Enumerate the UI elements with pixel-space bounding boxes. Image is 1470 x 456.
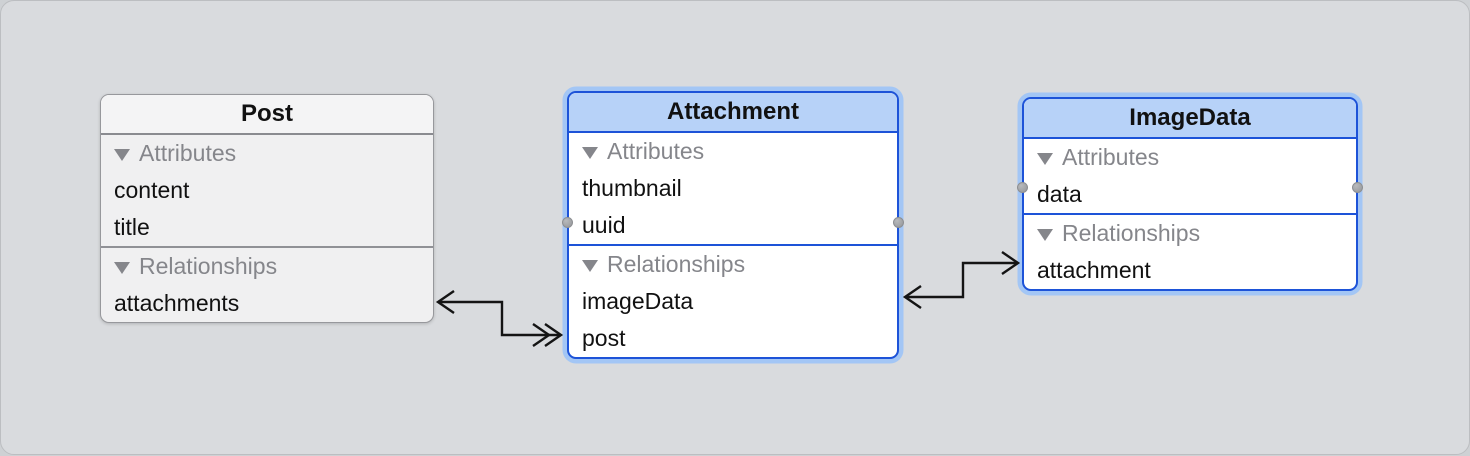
entity-title: ImageData <box>1129 104 1251 131</box>
relationships-section: Relationships imageData post <box>569 244 897 357</box>
relationship-row[interactable]: imageData <box>569 283 897 320</box>
relationship-row[interactable]: attachments <box>101 285 433 322</box>
connection-handle[interactable] <box>562 217 573 228</box>
section-header-relationships[interactable]: Relationships <box>101 248 433 285</box>
section-label: Attributes <box>607 138 705 164</box>
relationship-name: post <box>582 325 626 351</box>
section-label: Relationships <box>607 251 746 277</box>
attribute-row[interactable]: content <box>101 172 433 209</box>
attribute-row[interactable]: uuid <box>569 207 897 244</box>
disclosure-triangle-icon[interactable] <box>582 146 598 159</box>
attribute-name: thumbnail <box>582 175 682 201</box>
attribute-name: content <box>114 177 190 203</box>
section-header-relationships[interactable]: Relationships <box>569 246 897 283</box>
section-label: Attributes <box>139 140 237 166</box>
relationship-connector-attachment-imagedata[interactable] <box>902 251 1021 309</box>
entity-title: Attachment <box>666 98 799 125</box>
section-label: Relationships <box>139 253 278 279</box>
to-many-arrowhead-icon <box>532 323 552 347</box>
to-one-arrowhead-icon <box>1001 251 1021 275</box>
attribute-row[interactable]: title <box>101 209 433 246</box>
connection-handle[interactable] <box>1017 182 1028 193</box>
section-header-attributes[interactable]: Attributes <box>1024 139 1356 176</box>
entity-header-attachment[interactable]: Attachment <box>569 93 897 133</box>
attributes-section: Attributes thumbnail uuid <box>569 133 897 244</box>
connector-line[interactable] <box>905 261 1018 299</box>
entity-header-imagedata[interactable]: ImageData <box>1024 99 1356 139</box>
connector-line[interactable] <box>438 300 561 337</box>
disclosure-triangle-icon[interactable] <box>582 259 598 272</box>
relationship-name: attachments <box>114 290 240 316</box>
relationships-section: Relationships attachment <box>1024 213 1356 289</box>
relationship-connector-post-attachment[interactable] <box>435 290 564 347</box>
entity-title: Post <box>240 100 293 127</box>
disclosure-triangle-icon[interactable] <box>114 261 130 274</box>
attribute-name: title <box>114 214 150 240</box>
section-label: Attributes <box>1062 144 1160 170</box>
entity-card-post[interactable]: Post Attributes content title Relationsh… <box>100 94 434 323</box>
disclosure-triangle-icon[interactable] <box>1037 228 1053 241</box>
connection-handle[interactable] <box>893 217 904 228</box>
section-header-attributes[interactable]: Attributes <box>101 135 433 172</box>
entity-card-imagedata[interactable]: ImageData Attributes data Relationships … <box>1022 97 1358 291</box>
relationship-row[interactable]: attachment <box>1024 252 1356 289</box>
section-header-attributes[interactable]: Attributes <box>569 133 897 170</box>
disclosure-triangle-icon[interactable] <box>114 148 130 161</box>
relationships-section: Relationships attachments <box>101 246 433 322</box>
to-one-arrowhead-icon <box>435 290 455 314</box>
attribute-row[interactable]: thumbnail <box>569 170 897 207</box>
attribute-name: uuid <box>582 212 626 238</box>
to-one-arrowhead-icon <box>902 285 922 309</box>
disclosure-triangle-icon[interactable] <box>1037 152 1053 165</box>
attribute-name: data <box>1037 181 1082 207</box>
attributes-section: Attributes content title <box>101 135 433 246</box>
to-many-arrowhead-icon <box>544 323 564 347</box>
section-header-relationships[interactable]: Relationships <box>1024 215 1356 252</box>
relationship-name: imageData <box>582 288 694 314</box>
relationship-name: attachment <box>1037 257 1151 283</box>
section-label: Relationships <box>1062 220 1201 246</box>
entity-card-attachment[interactable]: Attachment Attributes thumbnail uuid Rel… <box>567 91 899 359</box>
attribute-row[interactable]: data <box>1024 176 1356 213</box>
connection-handle[interactable] <box>1352 182 1363 193</box>
attributes-section: Attributes data <box>1024 139 1356 213</box>
relationship-row[interactable]: post <box>569 320 897 357</box>
entity-header-post[interactable]: Post <box>101 95 433 135</box>
